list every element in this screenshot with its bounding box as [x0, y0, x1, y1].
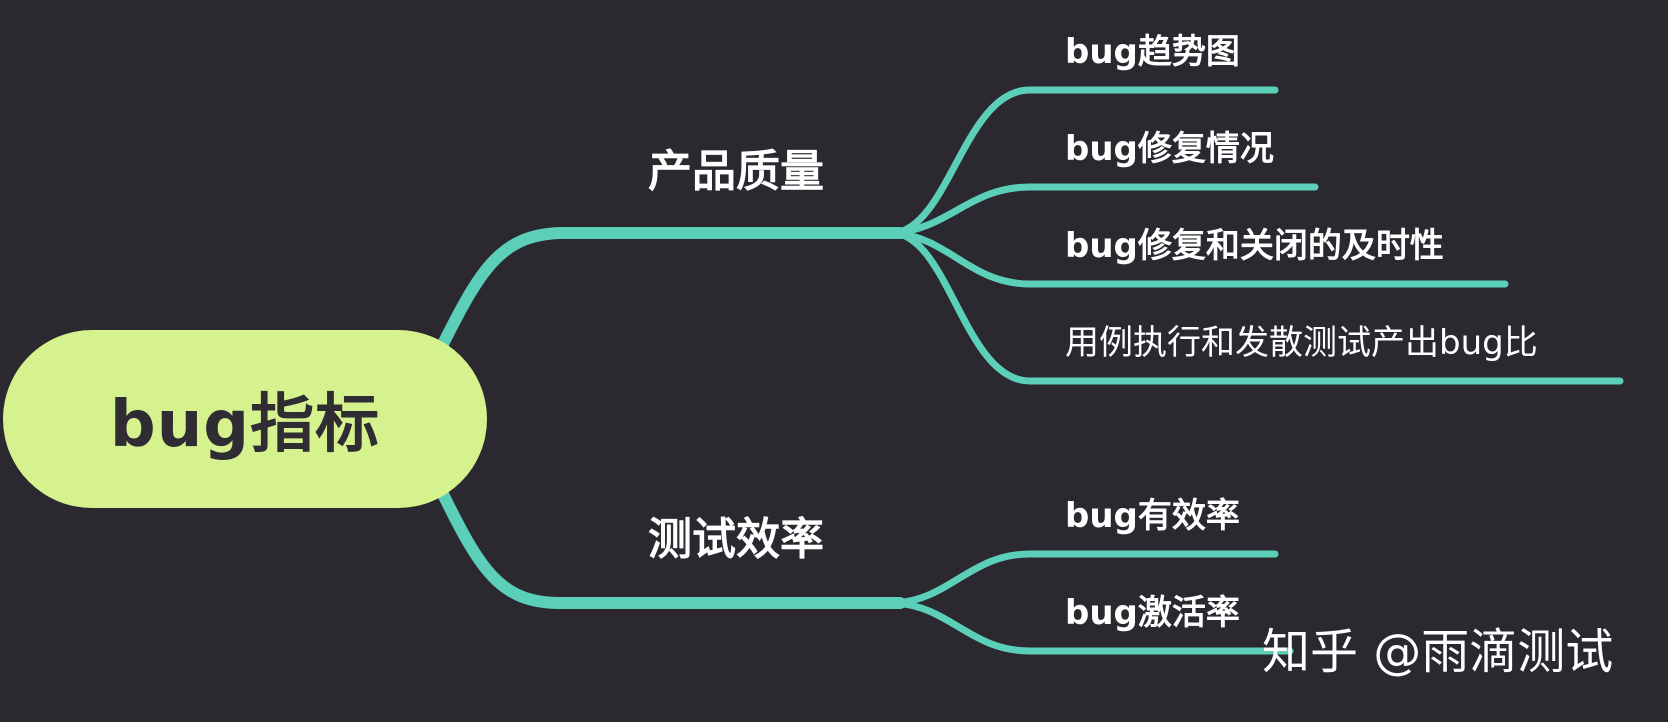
leaf-bug-valid-rate[interactable]: bug有效率 — [1065, 496, 1240, 536]
connector-leaf-case-exec-bug-ratio — [891, 229, 1624, 385]
leaf-case-exec-bug-ratio[interactable]: 用例执行和发散测试产出bug比 — [1065, 323, 1538, 363]
leaf-bug-trend[interactable]: bug趋势图 — [1065, 32, 1240, 72]
connector-leaf-bug-fix-close-timeliness — [891, 229, 1509, 288]
branch-product-quality[interactable]: 产品质量 — [648, 146, 824, 197]
leaf-bug-reopen-rate[interactable]: bug激活率 — [1065, 593, 1240, 633]
connector-root-to-product-quality — [434, 227, 906, 356]
watermark-text: 知乎 @雨滴测试 — [1262, 624, 1614, 680]
leaf-bug-fix-close-timeliness[interactable]: bug修复和关闭的及时性 — [1065, 226, 1444, 266]
leaf-bug-fix-status[interactable]: bug修复情况 — [1065, 129, 1274, 169]
root-node[interactable]: bug指标 — [3, 330, 487, 508]
connector-leaf-bug-fix-status — [891, 183, 1319, 237]
connector-root-to-test-efficiency — [434, 482, 906, 609]
connector-leaf-bug-valid-rate — [891, 550, 1279, 607]
branch-test-efficiency[interactable]: 测试效率 — [648, 514, 824, 565]
connector-leaf-bug-reopen-rate — [891, 599, 1294, 655]
connector-leaf-bug-trend — [891, 86, 1279, 237]
root-node-label: bug指标 — [109, 388, 381, 462]
